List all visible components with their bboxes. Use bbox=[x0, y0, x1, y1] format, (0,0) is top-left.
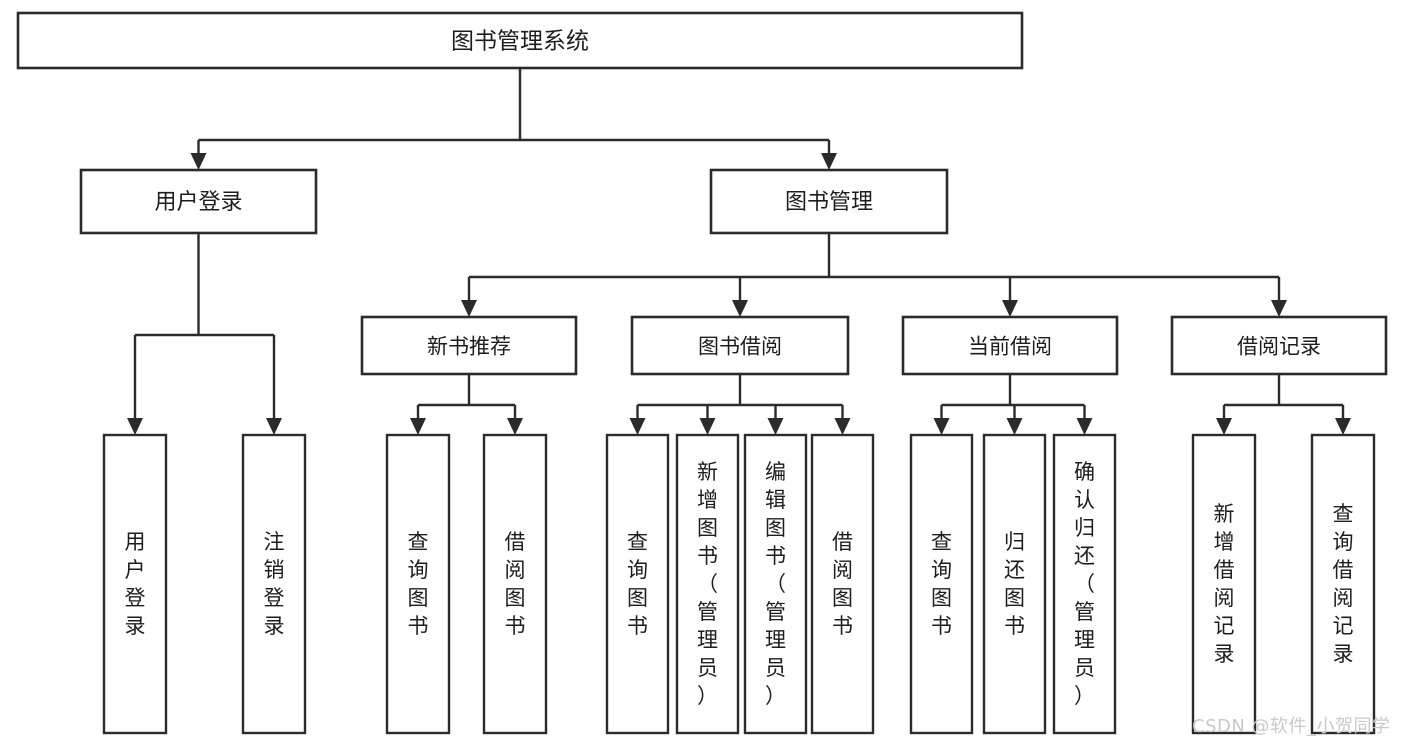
connector-user-login-to-leaf-user-login-arrow-icon bbox=[127, 418, 143, 435]
connector-new-book-recommend-to-leaf-query-book-recommend-arrow-icon bbox=[410, 418, 426, 435]
node-leaf-add-book-admin[interactable]: 新增图书（管理员） bbox=[675, 433, 740, 735]
node-label-new-book-recommend: 新书推荐 bbox=[427, 335, 511, 359]
node-label-leaf-add-book-admin: 新增图书（管理员） bbox=[697, 460, 718, 708]
connector-user-login-to-leaf-logout-arrow-icon bbox=[266, 418, 282, 435]
node-label-user-login: 用户登录 bbox=[154, 190, 242, 215]
node-leaf-logout[interactable]: 注销登录 bbox=[241, 433, 307, 735]
node-box-leaf-return-book bbox=[982, 433, 1047, 735]
node-box-leaf-logout bbox=[241, 433, 307, 735]
node-current-borrow[interactable]: 当前借阅 bbox=[901, 315, 1119, 376]
node-label-book-management: 图书管理 bbox=[785, 190, 873, 215]
connector-book-borrow-to-leaf-query-book-borrow-arrow-icon bbox=[629, 418, 646, 435]
connector-borrow-record-to-leaf-add-borrow-record-arrow-icon bbox=[1216, 418, 1232, 435]
node-box-leaf-user-login bbox=[102, 433, 168, 735]
node-box-book-borrow bbox=[630, 315, 850, 376]
node-label-book-borrow: 图书借阅 bbox=[698, 335, 782, 359]
node-label-leaf-query-book-current: 查询图书 bbox=[931, 530, 952, 638]
node-label-leaf-logout: 注销登录 bbox=[264, 530, 285, 638]
node-label-leaf-return-book: 归还图书 bbox=[1004, 530, 1025, 638]
node-leaf-edit-book-admin[interactable]: 编辑图书（管理员） bbox=[743, 433, 808, 735]
node-label-leaf-confirm-return-admin: 确认归还（管理员） bbox=[1074, 460, 1095, 708]
node-leaf-user-login[interactable]: 用户登录 bbox=[102, 433, 168, 735]
node-leaf-add-borrow-record[interactable]: 新增借阅记录 bbox=[1191, 433, 1257, 735]
node-leaf-return-book[interactable]: 归还图书 bbox=[982, 433, 1047, 735]
connector-root-to-book-management-arrow-icon bbox=[821, 153, 837, 170]
node-label-leaf-borrow-book: 借阅图书 bbox=[832, 530, 853, 638]
node-box-leaf-confirm-return-admin bbox=[1052, 433, 1117, 735]
node-box-user-login bbox=[79, 168, 318, 235]
connector-bm-to-book-borrow-arrow-icon bbox=[732, 300, 748, 317]
node-leaf-confirm-return-admin[interactable]: 确认归还（管理员） bbox=[1052, 433, 1117, 735]
connectors-layer bbox=[127, 68, 1351, 435]
node-box-leaf-query-book-borrow bbox=[605, 433, 670, 735]
connector-current-borrow-to-leaf-query-book-current-arrow-icon bbox=[933, 418, 950, 435]
node-label-leaf-add-borrow-record: 新增借阅记录 bbox=[1214, 502, 1235, 666]
connector-current-borrow-to-leaf-return-book-arrow-icon bbox=[1006, 418, 1023, 435]
node-label-current-borrow: 当前借阅 bbox=[968, 335, 1052, 359]
connector-book-borrow-to-leaf-edit-book-admin-arrow-icon bbox=[767, 418, 784, 435]
connector-bm-to-borrow-record-arrow-icon bbox=[1271, 300, 1287, 317]
node-box-leaf-borrow-book bbox=[810, 433, 875, 735]
node-box-leaf-query-book-recommend bbox=[385, 433, 451, 735]
node-box-root bbox=[16, 11, 1024, 70]
node-box-leaf-add-book-admin bbox=[675, 433, 740, 735]
node-box-leaf-query-borrow-record bbox=[1310, 433, 1376, 735]
connector-bm-to-new-book-recommend-arrow-icon bbox=[461, 300, 477, 317]
connector-new-book-recommend-to-leaf-borrow-book-recommend-arrow-icon bbox=[507, 418, 523, 435]
connector-book-borrow-to-leaf-borrow-book-arrow-icon bbox=[834, 418, 851, 435]
node-book-borrow[interactable]: 图书借阅 bbox=[630, 315, 850, 376]
node-box-leaf-borrow-book-recommend bbox=[482, 433, 548, 735]
node-label-leaf-query-book-recommend: 查询图书 bbox=[408, 530, 429, 638]
node-box-book-management bbox=[709, 168, 949, 235]
node-box-leaf-edit-book-admin bbox=[743, 433, 808, 735]
node-leaf-query-book-borrow[interactable]: 查询图书 bbox=[605, 433, 670, 735]
node-borrow-record[interactable]: 借阅记录 bbox=[1170, 315, 1388, 376]
node-label-leaf-edit-book-admin: 编辑图书（管理员） bbox=[765, 460, 786, 708]
node-label-leaf-query-borrow-record: 查询借阅记录 bbox=[1333, 502, 1354, 666]
node-leaf-query-book-current[interactable]: 查询图书 bbox=[909, 433, 974, 735]
node-box-borrow-record bbox=[1170, 315, 1388, 376]
node-new-book-recommend[interactable]: 新书推荐 bbox=[360, 315, 578, 376]
node-label-leaf-query-book-borrow: 查询图书 bbox=[627, 530, 648, 638]
node-leaf-query-borrow-record[interactable]: 查询借阅记录 bbox=[1310, 433, 1376, 735]
node-leaf-borrow-book[interactable]: 借阅图书 bbox=[810, 433, 875, 735]
connector-book-borrow-to-leaf-add-book-admin-arrow-icon bbox=[699, 418, 716, 435]
node-label-root: 图书管理系统 bbox=[451, 29, 589, 55]
node-root[interactable]: 图书管理系统 bbox=[16, 11, 1024, 70]
node-label-borrow-record: 借阅记录 bbox=[1237, 335, 1321, 359]
node-user-login[interactable]: 用户登录 bbox=[79, 168, 318, 235]
connector-root-to-user-login-arrow-icon bbox=[190, 153, 207, 170]
connector-current-borrow-to-leaf-confirm-return-admin-arrow-icon bbox=[1076, 418, 1093, 435]
node-box-leaf-add-borrow-record bbox=[1191, 433, 1257, 735]
node-leaf-borrow-book-recommend[interactable]: 借阅图书 bbox=[482, 433, 548, 735]
connector-borrow-record-to-leaf-query-borrow-record-arrow-icon bbox=[1335, 418, 1351, 435]
node-box-current-borrow bbox=[901, 315, 1119, 376]
node-box-leaf-query-book-current bbox=[909, 433, 974, 735]
node-label-leaf-borrow-book-recommend: 借阅图书 bbox=[505, 530, 526, 638]
nodes-layer: 图书管理系统用户登录图书管理新书推荐图书借阅当前借阅借阅记录用户登录注销登录查询… bbox=[16, 11, 1388, 735]
connector-bm-to-current-borrow-arrow-icon bbox=[1002, 300, 1018, 317]
node-label-leaf-user-login: 用户登录 bbox=[125, 530, 146, 638]
node-leaf-query-book-recommend[interactable]: 查询图书 bbox=[385, 433, 451, 735]
csdn-watermark: CSDN @软件_小贺同学 bbox=[1192, 716, 1391, 737]
node-box-new-book-recommend bbox=[360, 315, 578, 376]
node-book-management[interactable]: 图书管理 bbox=[709, 168, 949, 235]
